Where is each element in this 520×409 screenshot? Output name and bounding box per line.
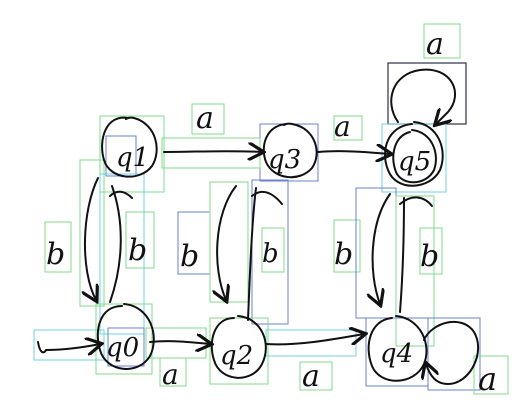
edge-q1-q0-label-left: b [46,237,65,272]
edge-q5-q4-label-right: b [420,239,439,274]
state-q0-label: q0 [106,333,139,363]
state-q1[interactable]: q1 [101,116,158,178]
state-q1-label: q1 [116,143,149,173]
edge-q4-loop-label: a [478,360,497,398]
edge-q1-q3[interactable]: a [163,101,262,152]
edge-q1-q0[interactable]: b b [46,177,147,302]
state-q3-label: q3 [268,145,301,175]
edge-q2-q4[interactable]: a [265,334,364,394]
edge-q5-loop[interactable]: a [390,27,457,124]
edge-q1-q0-label-right: b [128,233,147,268]
state-q5-label: q5 [398,147,431,177]
edge-q3-q2[interactable]: b b [180,185,283,321]
edge-q0-q2[interactable]: a [149,341,210,391]
annotation-boxes [33,23,509,395]
edge-q5-loop-label: a [426,27,444,62]
edge-q0-q2-label: a [162,358,179,391]
state-q2[interactable]: q2 [210,315,267,379]
edge-q2-q4-label: a [302,359,320,394]
state-q5[interactable]: q5 [384,121,444,187]
state-q3[interactable]: q3 [262,122,318,179]
edge-q3-q2-label-right: b [262,239,279,269]
edge-q3-q5[interactable]: a [317,110,390,154]
state-q2-label: q2 [220,341,253,371]
state-q4-label: q4 [380,339,413,369]
edge-q3-q2-label-left: b [180,239,199,274]
state-q4[interactable]: q4 [367,315,428,382]
start-arrow [37,342,100,352]
edge-q3-q5-label: a [334,110,351,143]
edge-q5-q4[interactable]: b b [334,193,439,313]
edge-q5-q4-label-left: b [334,237,353,272]
edge-q4-loop[interactable]: a [424,321,497,398]
edge-q1-q3-label: a [196,101,214,136]
state-q0[interactable]: q0 [96,303,155,370]
